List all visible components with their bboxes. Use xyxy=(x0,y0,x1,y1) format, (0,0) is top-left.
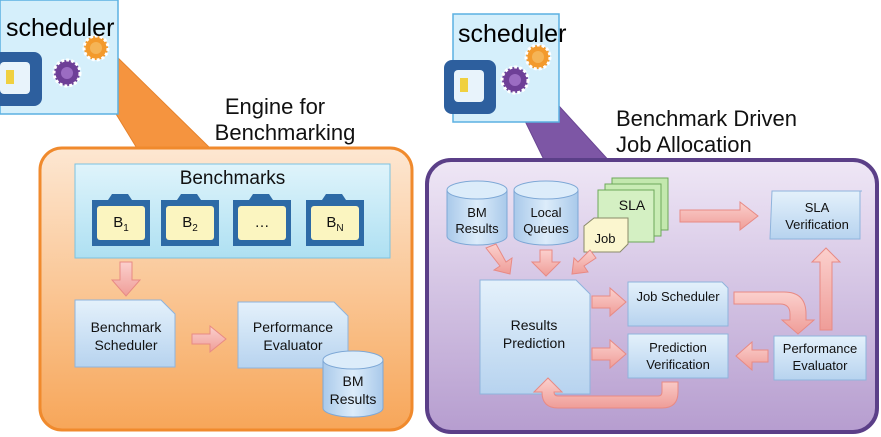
left-callout-title-line1: Engine for xyxy=(224,94,326,119)
arrow-feedback-loop xyxy=(532,377,679,409)
prediction-verification-label: Prediction Verification xyxy=(646,340,710,372)
sla-label: SLA xyxy=(618,197,646,213)
benchmark-scheduler-box xyxy=(74,299,176,368)
arrow-bm-results-to-prediction xyxy=(485,243,513,275)
folder-ellipsis-icon xyxy=(233,194,291,246)
folder-b2-icon xyxy=(161,194,219,246)
performance-evaluator-box xyxy=(237,301,349,369)
right-callout-title-line1: Benchmark Driven xyxy=(616,106,797,131)
results-prediction-label: Results Prediction xyxy=(502,317,566,351)
local-queues-cylinder xyxy=(513,180,579,246)
local-queues-label: Local Queues xyxy=(523,205,569,236)
folder-b1-label: B1 xyxy=(113,214,129,234)
folder-b2-label: B2 xyxy=(182,214,198,234)
right-performance-evaluator-box xyxy=(773,335,867,381)
benchmark-scheduler-label: Benchmark Scheduler xyxy=(90,319,162,353)
performance-evaluator-label: Performance Evaluator xyxy=(252,319,334,353)
right-scheduler-label: scheduler xyxy=(458,20,567,48)
right-orange-gear-icon xyxy=(524,43,552,71)
right-callout-title-line2: Job Allocation xyxy=(616,132,752,157)
job-note xyxy=(583,217,629,253)
job-scheduler-label: Job Scheduler xyxy=(636,289,720,304)
arrow-prediction-to-job-scheduler xyxy=(591,286,627,318)
arrow-benchmarks-to-scheduler xyxy=(110,261,142,297)
benchmarks-title: Benchmarks xyxy=(179,168,286,189)
left-purple-gear-icon xyxy=(52,58,82,88)
job-label: Job xyxy=(594,231,616,246)
right-bm-results-cylinder xyxy=(446,180,508,246)
arrow-evaluator-to-sla-verification xyxy=(810,247,842,331)
sla-verification-box xyxy=(769,190,862,240)
results-prediction-box xyxy=(479,279,591,395)
left-scheduler-label: scheduler xyxy=(6,14,115,42)
arrow-evaluator-to-pred-verification xyxy=(735,340,769,372)
left-callout-title-line2: Benchmarking xyxy=(214,120,356,145)
prediction-verification-box xyxy=(627,333,729,379)
folder-bn-label: BN xyxy=(326,214,344,234)
right-performance-evaluator-label: Performance Evaluator xyxy=(782,341,858,373)
right-purple-gear-icon xyxy=(500,65,530,95)
arrow-jobscheduler-to-evaluator xyxy=(733,291,816,335)
arrow-job-to-prediction xyxy=(571,249,597,275)
job-scheduler-box xyxy=(627,281,729,327)
left-bm-results-label: BM Results xyxy=(329,373,377,407)
sla-verification-label: SLA Verification xyxy=(785,200,849,232)
folder-bn-icon xyxy=(306,194,364,246)
left-bm-results-cylinder xyxy=(322,350,384,418)
arrow-sla-to-verification xyxy=(679,200,759,232)
folder-ellipsis-label: … xyxy=(254,214,270,231)
folder-b1-icon xyxy=(92,194,150,246)
left-orange-gear-icon xyxy=(82,34,110,62)
arrow-scheduler-to-evaluator xyxy=(191,324,227,354)
arrow-prediction-to-pred-verification xyxy=(591,338,627,370)
right-bm-results-label: BM Results xyxy=(455,205,499,236)
arrow-queues-to-prediction xyxy=(530,249,562,277)
